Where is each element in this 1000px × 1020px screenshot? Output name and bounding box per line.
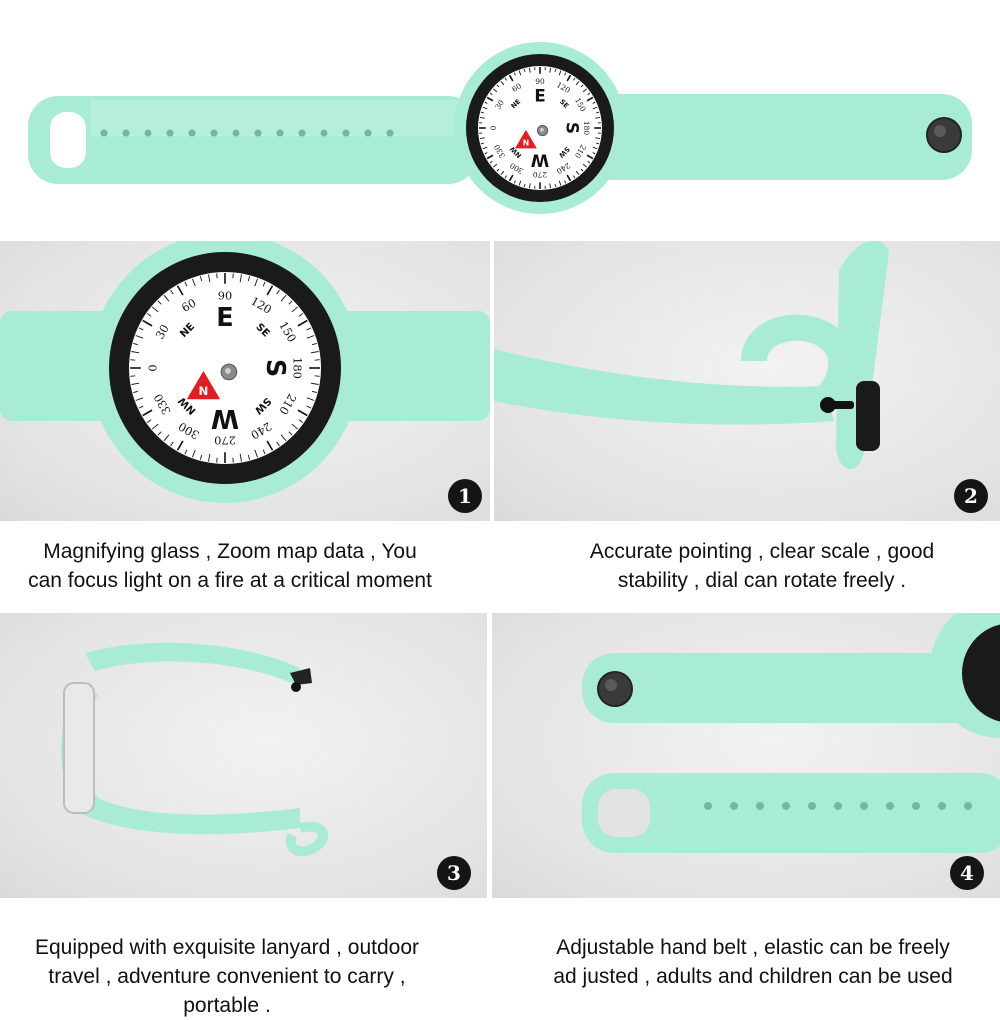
cardinal-label: S [260, 359, 290, 377]
degree-label: 270 [214, 433, 236, 447]
cardinal-label: S [563, 122, 582, 134]
needle-label: N [523, 138, 529, 147]
panel-number-badge: 3 [437, 856, 471, 890]
cardinal-label: E [534, 86, 545, 105]
cardinal-label: W [531, 151, 549, 170]
caption-2: Accurate pointing , clear scale , good s… [512, 537, 1000, 595]
cardinal-label: E [216, 303, 233, 333]
degree-label: 270 [533, 170, 547, 179]
cardinal-label: W [211, 403, 239, 433]
needle-label: N [199, 384, 209, 398]
degree-label: 180 [582, 121, 591, 135]
panel-number-badge: 4 [950, 856, 984, 890]
caption-3: Equipped with exquisite lanyard , outdoo… [0, 933, 477, 1020]
degree-label: 90 [535, 77, 545, 86]
panel-number-badge: 1 [448, 479, 482, 513]
degree-label: 90 [218, 289, 232, 303]
panel-2: 2 [494, 241, 1000, 521]
degree-label: 0 [489, 125, 498, 130]
caption-1: Magnifying glass , Zoom map data , You c… [0, 537, 480, 595]
degree-label: 0 [146, 364, 160, 371]
degree-label: 180 [290, 357, 304, 379]
panel-3: 3 [0, 613, 487, 898]
panel-number-badge: 2 [954, 479, 988, 513]
panel-4: 4 [492, 613, 1000, 898]
caption-4: Adjustable hand belt , elastic can be fr… [503, 933, 1000, 991]
